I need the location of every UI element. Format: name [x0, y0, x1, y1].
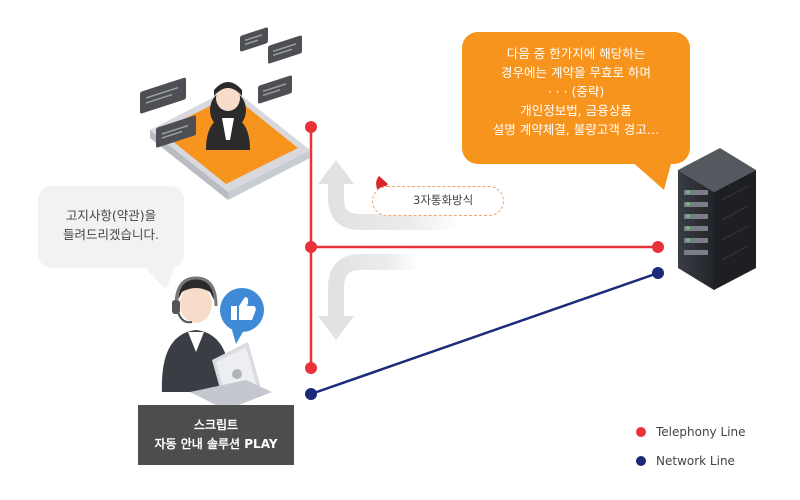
server-speech-line: 개인정보법, 금융상품	[520, 103, 632, 118]
server-speech-line: 경우에는 계약을 무효로 하며	[501, 65, 651, 80]
legend-label: Telephony Line	[656, 425, 746, 439]
legend-item-network: Network Line	[636, 452, 745, 470]
script-label-line: 자동 안내 솔루션 PLAY	[154, 437, 278, 451]
telephony-node-top	[305, 121, 317, 133]
upper-flow-arrow	[318, 160, 460, 230]
server-speech-bubble: 다음 중 한가지에 해당하는 경우에는 계약을 무효로 하며 · · · (중략…	[462, 32, 690, 164]
legend-dot-telephony	[636, 427, 646, 437]
agent-bubble-tail	[140, 262, 176, 290]
telephony-node-server	[652, 241, 664, 253]
script-label-line: 스크립트	[193, 418, 239, 432]
agent-illustration	[161, 276, 272, 410]
telephony-lines	[305, 121, 664, 374]
agent-speech-line: 고지사항(약관)을	[65, 208, 157, 223]
script-solution-label: 스크립트 자동 안내 솔루션 PLAY	[138, 405, 294, 465]
server-bubble-tail	[630, 160, 672, 190]
legend: Telephony Line Network Line	[636, 423, 745, 481]
telephony-node-mid	[305, 241, 317, 253]
legend-item-telephony: Telephony Line	[636, 423, 745, 441]
chat-bubble-icon	[140, 27, 302, 148]
server-speech-line: 다음 중 한가지에 해당하는	[506, 46, 646, 61]
network-node-server	[652, 267, 664, 279]
network-line	[305, 267, 664, 400]
agent-speech-line: 들려드리겠습니다.	[63, 227, 159, 242]
agent-speech-bubble: 고지사항(약관)을 들려드리겠습니다.	[38, 186, 184, 268]
server-icon	[678, 148, 756, 290]
thumbs-up-icon	[220, 288, 264, 344]
headset-icon	[172, 276, 218, 324]
laptop-icon	[190, 342, 272, 410]
server-speech-line: 설명 계약체결, 불량고객 경고…	[492, 122, 660, 137]
lower-flow-arrow	[318, 254, 420, 340]
three-way-call-badge: 3자통화방식	[372, 186, 504, 216]
call-badge-label: 3자통화방식	[413, 193, 474, 207]
network-node-agent	[305, 388, 317, 400]
telephony-node-bottom	[305, 362, 317, 374]
legend-label: Network Line	[656, 454, 735, 468]
legend-dot-network	[636, 456, 646, 466]
server-speech-line: · · · (중략)	[547, 84, 605, 99]
